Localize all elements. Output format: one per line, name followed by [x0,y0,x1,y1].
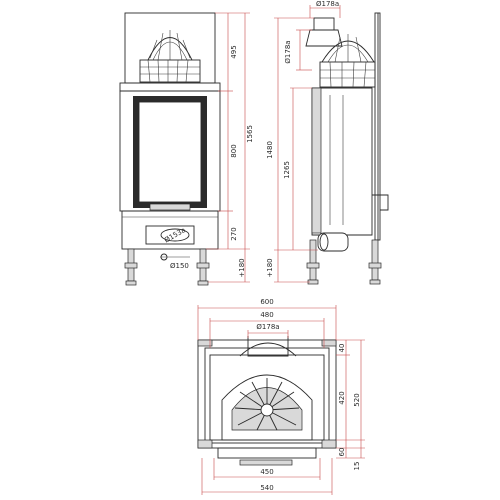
front-outlet-circle [160,253,168,261]
top-inner-body [204,347,330,444]
side-dim-1480: 1480 [266,141,274,159]
side-top-outlet [313,17,335,31]
top-dim-600: 600 [260,298,273,306]
top-corner-br [321,439,337,449]
top-outlet-rim [239,342,297,357]
side-legs [306,239,382,285]
top-dim-40: 40 [338,344,346,353]
top-dimensions [197,305,365,495]
front-dim-1565: 1565 [246,125,254,143]
top-dim-60: 60 [338,448,346,457]
side-elbow [305,29,343,47]
side-collar-slats [320,61,375,88]
top-front-bar [217,447,317,459]
top-corner-bl [197,439,213,449]
front-dim-495: 495 [230,45,238,58]
front-base-panel [145,225,195,245]
front-door-glass [138,101,202,203]
top-front-handle [239,459,293,466]
side-bottom-outlet [317,232,349,252]
top-corner-tr [321,339,337,347]
front-view [119,12,250,286]
front-dim-180: +180 [238,258,246,277]
side-rear-bracket [372,194,389,211]
side-outlet-phi-178a: Ø178a [284,40,292,63]
front-hood [119,82,221,92]
top-corner-tl [197,339,213,347]
side-collar [319,61,376,88]
top-dim-540: 540 [260,484,273,492]
front-dim-800: 800 [230,144,238,157]
front-door-handle [149,203,191,211]
side-dome-ribs [334,34,362,63]
top-burst-frame [221,374,313,441]
side-door-edge [311,87,322,234]
dimension-labels: 495 1565 800 270 +180 Ø153a Ø150 Ø178a Ø… [163,0,361,492]
side-back-panel [374,12,381,241]
side-dim-180: +180 [266,258,274,277]
top-outlet-collar [247,336,289,357]
side-top-outlet-phi-178a: Ø178a [316,0,339,8]
top-dim-450: 450 [260,468,273,476]
front-collar-slats [140,59,200,83]
front-outlet-ellipse [160,228,190,242]
top-burst-hub [260,403,274,417]
top-view [197,305,365,495]
top-dim-520: 520 [353,393,361,406]
front-outlet-phi-150: Ø150 [170,262,189,270]
front-legs [124,248,210,286]
front-collar [139,59,201,83]
top-dim-480: 480 [260,311,273,319]
top-outlet-phi-178a: Ø178a [256,323,279,331]
top-dim-420: 420 [338,391,346,404]
front-dimensions [206,12,250,283]
front-dome-ribs [149,30,191,61]
top-dim-15: 15 [353,462,361,471]
front-dim-270: 270 [230,227,238,240]
side-view [274,5,389,285]
front-base [121,210,219,250]
side-dimensions [274,5,341,283]
side-dim-1265: 1265 [283,161,291,179]
